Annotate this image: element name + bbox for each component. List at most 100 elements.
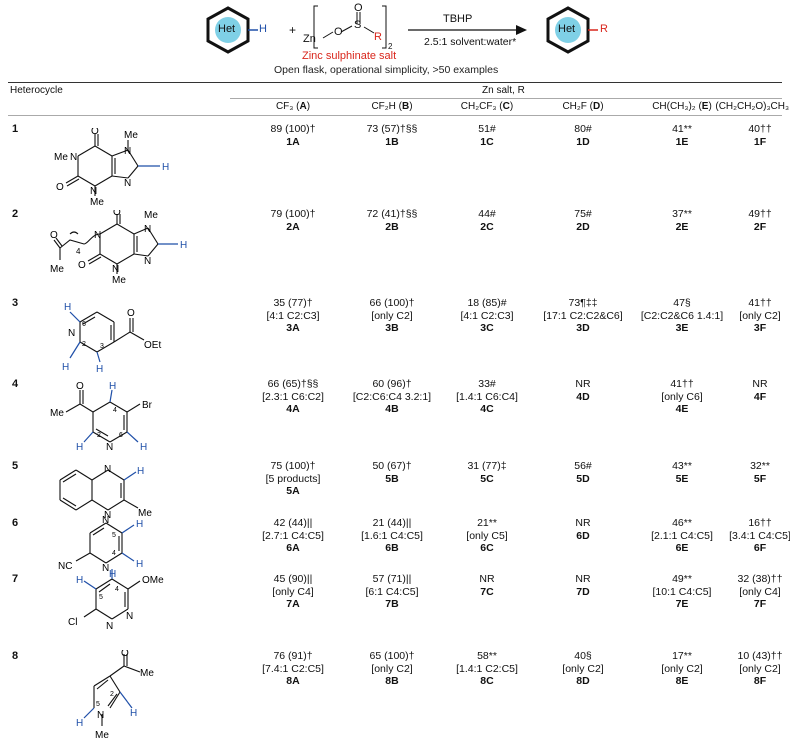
cell-compound-id: 7A xyxy=(286,598,300,610)
cell-compound-id: 6C xyxy=(480,542,494,554)
table-cell: 79 (100)†2A xyxy=(238,208,348,233)
cell-compound-id: 6A xyxy=(286,542,300,554)
column-header-paren: ) xyxy=(306,101,311,112)
cell-yield: 76 (91)† xyxy=(273,650,313,662)
m3-h1: H xyxy=(64,302,71,313)
m1-n1: N xyxy=(70,152,77,163)
cell-compound-id: 2E xyxy=(675,220,689,233)
molecule-4: O Me Br N H H H 4 2 6 xyxy=(50,381,153,453)
cell-compound-id: 3E xyxy=(675,322,689,334)
molecule-2: O Me 4 N O O N Me Me N N H xyxy=(50,210,187,286)
product-r-label: R xyxy=(600,23,608,35)
cell-compound-id: 2A xyxy=(286,220,300,233)
m2-me1: Me xyxy=(50,264,64,275)
cell-selectivity: [only C2] xyxy=(661,662,703,675)
cell-yield: 40†† xyxy=(748,123,772,135)
row-number: 6 xyxy=(12,517,19,529)
cell-yield: 58** xyxy=(477,650,497,662)
subheader-rule xyxy=(230,98,782,99)
m1-me3: Me xyxy=(124,130,138,141)
m6-p5: 5 xyxy=(112,532,116,539)
cell-selectivity: [10:1 C4:C5] xyxy=(652,585,712,598)
table-cell: 56#5D xyxy=(528,460,638,485)
zinc-salt-structure xyxy=(313,5,387,49)
cell-compound-id: 6D xyxy=(576,529,590,542)
cell-compound-id: 2B xyxy=(385,220,399,233)
m7-p4: 4 xyxy=(115,586,119,593)
column-header-paren: ) xyxy=(409,101,413,112)
m4-n: N xyxy=(106,442,113,453)
plus-sign: + xyxy=(289,23,297,37)
column-header-f: (CH₂CH₂O)₃CH₃ (F) xyxy=(705,101,790,112)
cell-compound-id: 3C xyxy=(480,322,494,334)
row-number: 3 xyxy=(12,297,19,309)
cell-compound-id: 8E xyxy=(675,675,689,687)
table-cell: 75#2D xyxy=(528,208,638,233)
m4-o: O xyxy=(76,381,84,392)
cell-yield: 50 (67)† xyxy=(372,460,412,472)
scheme-subtitle: Open flask, operational simplicity, >50 … xyxy=(274,64,499,76)
cell-selectivity: [only C2] xyxy=(562,662,604,675)
cell-selectivity: [3.4:1 C4:C5] xyxy=(729,529,790,542)
subscript-2: 2 xyxy=(388,42,393,51)
cell-compound-id: 2F xyxy=(753,220,767,233)
cell-yield: 49†† xyxy=(748,208,772,220)
table-cell: 21**[only C5]6C xyxy=(432,517,542,555)
cell-yield: 33# xyxy=(478,378,496,390)
m4-p2: 2 xyxy=(97,432,101,439)
cell-compound-id: 5D xyxy=(576,472,590,485)
row-number: 5 xyxy=(12,460,19,472)
cell-compound-id: 1E xyxy=(675,135,689,148)
cell-selectivity: [only C4] xyxy=(272,585,314,598)
o-single-label: O xyxy=(334,26,343,38)
m3-h3: H xyxy=(96,364,103,375)
m2-me3: Me xyxy=(144,210,158,221)
cell-yield: 57 (71)|| xyxy=(372,573,412,585)
cell-yield: 32** xyxy=(750,460,770,472)
m4-me: Me xyxy=(50,408,64,419)
cell-compound-id: 6F xyxy=(753,542,767,554)
cell-compound-id: 5F xyxy=(753,472,767,485)
m5-n2: N xyxy=(104,510,111,521)
zn-salt-header: Zn salt, R xyxy=(482,85,525,96)
zn-label: Zn xyxy=(303,33,316,45)
cell-compound-id: 8A xyxy=(286,675,300,687)
table-cell: 32 (38)††[only C4]7F xyxy=(705,573,790,611)
cell-compound-id: 7B xyxy=(385,598,399,610)
cell-yield: NR xyxy=(575,517,591,529)
column-header-paren: ) xyxy=(509,101,514,112)
cell-compound-id: 5A xyxy=(286,485,300,497)
column-header-a: CF₃ (A) xyxy=(238,101,348,112)
table-cell: 18 (85)#[4:1 C2:C3]3C xyxy=(432,297,542,335)
m7-p5: 5 xyxy=(99,594,103,601)
m4-h3: H xyxy=(140,442,147,453)
m2-o1: O xyxy=(50,230,58,241)
cell-yield: 66 (100)† xyxy=(369,297,415,309)
zinc-salt-label: Zinc sulphinate salt xyxy=(302,50,397,62)
m2-h: H xyxy=(180,240,187,251)
m4-h2: H xyxy=(76,442,83,453)
table-cell: 37**2E xyxy=(627,208,737,233)
r-label: R xyxy=(374,31,382,43)
table-cell: 58**[1.4:1 C2:C5]8C xyxy=(432,650,542,688)
cell-yield: 56# xyxy=(574,460,592,472)
column-header-c: CH₂CF₃ (C) xyxy=(432,101,542,112)
table-cell: 16††[3.4:1 C4:C5]6F xyxy=(705,517,790,555)
cell-compound-id: 6E xyxy=(675,542,689,554)
cell-compound-id: 1D xyxy=(576,135,590,148)
cell-selectivity: [only C2] xyxy=(371,309,413,322)
column-header-paren: ) xyxy=(708,101,712,112)
cell-compound-id: 1A xyxy=(286,135,300,148)
m8-me1: Me xyxy=(140,668,154,679)
m2-n3: N xyxy=(144,224,151,235)
cell-yield: 21** xyxy=(477,517,497,529)
conditions-label: 2.5:1 solvent:water* xyxy=(424,36,517,48)
m4-p6: 6 xyxy=(119,432,123,439)
molecule-1: O O Me N Me N Me N N H xyxy=(54,128,169,208)
cell-selectivity: [C2:C6:C4 3.2:1] xyxy=(352,390,432,403)
cell-compound-id: 1C xyxy=(480,135,494,148)
cell-yield: 17** xyxy=(672,650,692,662)
m6-p4: 4 xyxy=(112,550,116,557)
cell-yield: 73¶‡‡ xyxy=(568,297,598,309)
